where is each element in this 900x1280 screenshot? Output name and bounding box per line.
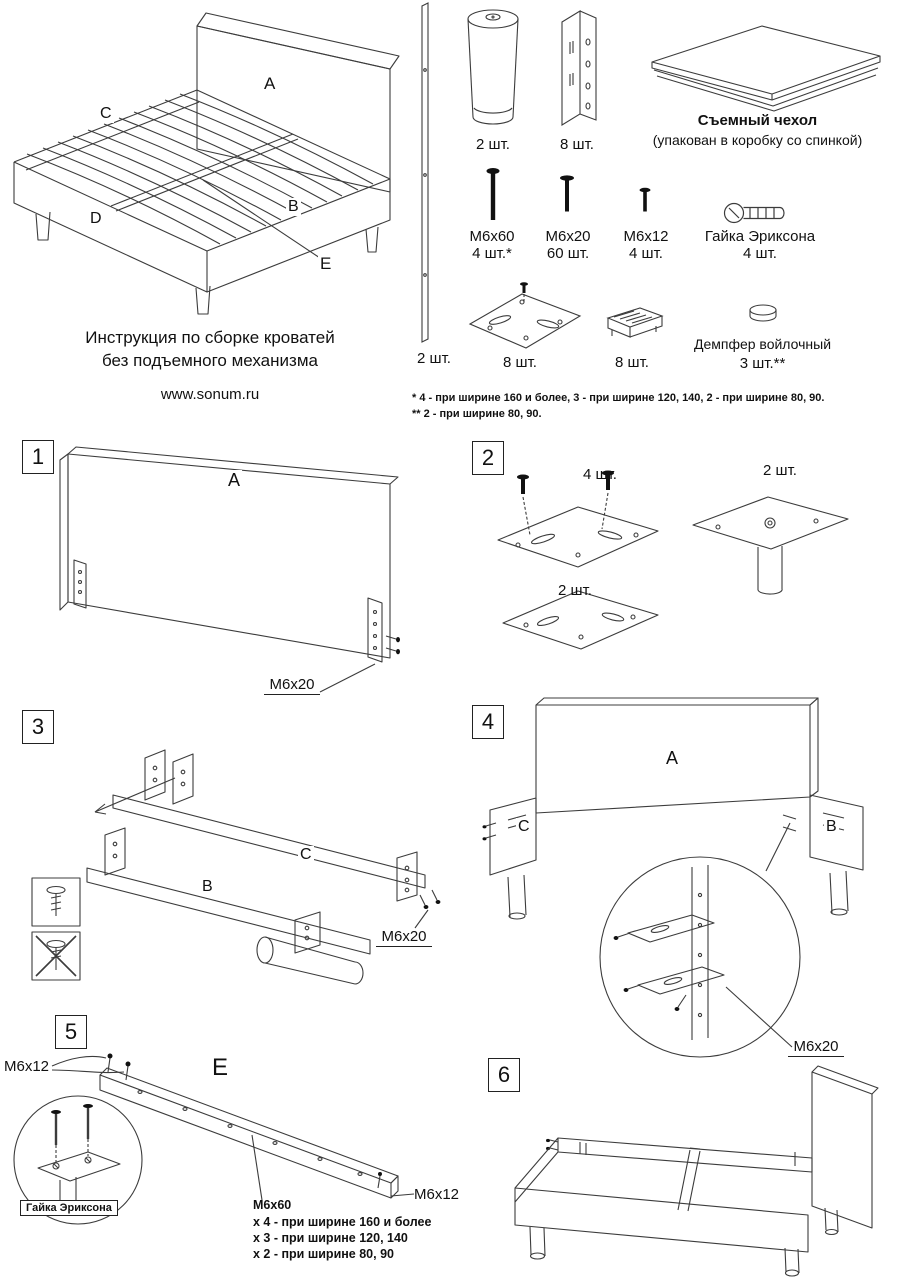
step-5-bolt-note-line3: х 2 - при ширине 80, 90 <box>253 1247 394 1261</box>
step-4-number: 4 <box>472 705 504 739</box>
overview-label-a: A <box>262 74 278 94</box>
part-side-strip-qty: 2 шт. <box>417 350 451 367</box>
part-bolt-m6x60-label: М6х60 <box>469 228 515 245</box>
overview-label-d: D <box>88 210 104 228</box>
step-1-number: 1 <box>22 440 54 474</box>
step-1-drawing <box>59 446 400 693</box>
step-4-label-a: A <box>664 748 681 769</box>
step-3-drawing <box>31 749 441 985</box>
step-5-number: 5 <box>55 1015 87 1049</box>
step-3-label-b: B <box>200 878 215 896</box>
footnote-1: * 4 - при ширине 160 и более, 3 - при ши… <box>412 392 825 404</box>
doc-title-line2: без подъемного механизма <box>102 351 318 370</box>
step-5-number-text: 5 <box>64 1019 78 1044</box>
part-damper-drawing <box>749 304 777 322</box>
overview-label-b: B <box>286 198 301 216</box>
step-2-drawing <box>497 470 849 650</box>
overview-label-e: E <box>318 254 334 274</box>
step-6-number-text: 6 <box>497 1062 511 1087</box>
overview-label-c: C <box>98 105 114 123</box>
step-2-qty-leg-plates: 2 шт. <box>763 462 797 479</box>
step-5-bolt-note-line2: х 3 - при ширине 120, 140 <box>253 1231 408 1245</box>
step-1-callout-m6x20: М6х20 <box>264 676 320 695</box>
part-nut-qty: 4 шт. <box>743 245 777 262</box>
footnote-2: ** 2 - при ширине 80, 90. <box>412 408 542 420</box>
part-bolt-m6x60-qty: 4 шт.* <box>472 245 512 262</box>
part-cover-drawing <box>651 25 881 112</box>
part-slat-holder-qty: 8 шт. <box>615 354 649 371</box>
part-ericsson-nut-icon <box>723 202 785 224</box>
step-5-callout-m6x12-left: М6х12 <box>4 1058 50 1075</box>
step-5-bolt-note-line1: х 4 - при ширине 160 и более <box>253 1215 432 1229</box>
part-corner-plate-drawing <box>468 282 582 349</box>
part-cover-title: Съемный чехол <box>697 112 818 129</box>
step-1-number-text: 1 <box>31 444 45 469</box>
part-damper-label: Демпфер войлочный <box>693 336 832 352</box>
step-2-qty-screws: 4 шт. <box>583 466 617 483</box>
part-slat-holder-drawing <box>606 307 664 338</box>
step-1-label-a: A <box>226 470 243 491</box>
step-5-bolt-note-title: М6х60 <box>253 1198 292 1212</box>
step-2-number-text: 2 <box>481 445 495 470</box>
step-6-drawing <box>514 1065 879 1277</box>
step-4-callout-m6x20: М6х20 <box>788 1038 844 1057</box>
step-4-label-b: B <box>824 818 839 836</box>
step-4-drawing <box>482 697 864 1058</box>
step-4-label-c: C <box>516 818 532 836</box>
step-2-number: 2 <box>472 441 504 475</box>
step-5-label-e: E <box>210 1054 231 1082</box>
step-3-number-text: 3 <box>31 714 45 739</box>
doc-title-line1: Инструкция по сборке кроватей <box>85 328 335 347</box>
part-bolt-m6x12-qty: 4 шт. <box>629 245 663 262</box>
part-bolt-m6x20-qty: 60 шт. <box>546 245 590 262</box>
part-corner-bracket-qty: 8 шт. <box>560 136 594 153</box>
step-3-label-c: C <box>298 846 314 864</box>
part-side-strip-drawing <box>421 2 429 343</box>
part-damper-qty: 3 шт.** <box>739 355 786 372</box>
part-corner-plate-qty: 8 шт. <box>503 354 537 371</box>
part-bolt-m6x12-icon <box>639 187 651 212</box>
website-url: www.sonum.ru <box>160 386 260 403</box>
step-3-number: 3 <box>22 710 54 744</box>
part-cover-note: (упакован в коробку со спинкой) <box>652 132 863 148</box>
step-2-qty-plain-plates: 2 шт. <box>558 582 592 599</box>
step-4-number-text: 4 <box>481 709 495 734</box>
step-5-callout-m6x12-right: М6х12 <box>414 1186 460 1203</box>
step-3-callout-m6x20: М6х20 <box>376 928 432 947</box>
step-5-nut-callout: Гайка Эриксона <box>20 1200 118 1216</box>
part-bolt-m6x20-label: М6х20 <box>545 228 591 245</box>
part-leg-drawing <box>467 9 519 125</box>
bed-overview-drawing <box>13 12 400 315</box>
part-bolt-m6x12-label: М6х12 <box>623 228 669 245</box>
part-nut-label: Гайка Эриксона <box>704 228 816 245</box>
step-6-number: 6 <box>488 1058 520 1092</box>
part-bolt-m6x20-icon <box>560 175 574 212</box>
part-bolt-m6x60-icon <box>486 168 500 220</box>
part-corner-bracket-drawing <box>561 10 597 126</box>
part-leg-qty: 2 шт. <box>476 136 510 153</box>
